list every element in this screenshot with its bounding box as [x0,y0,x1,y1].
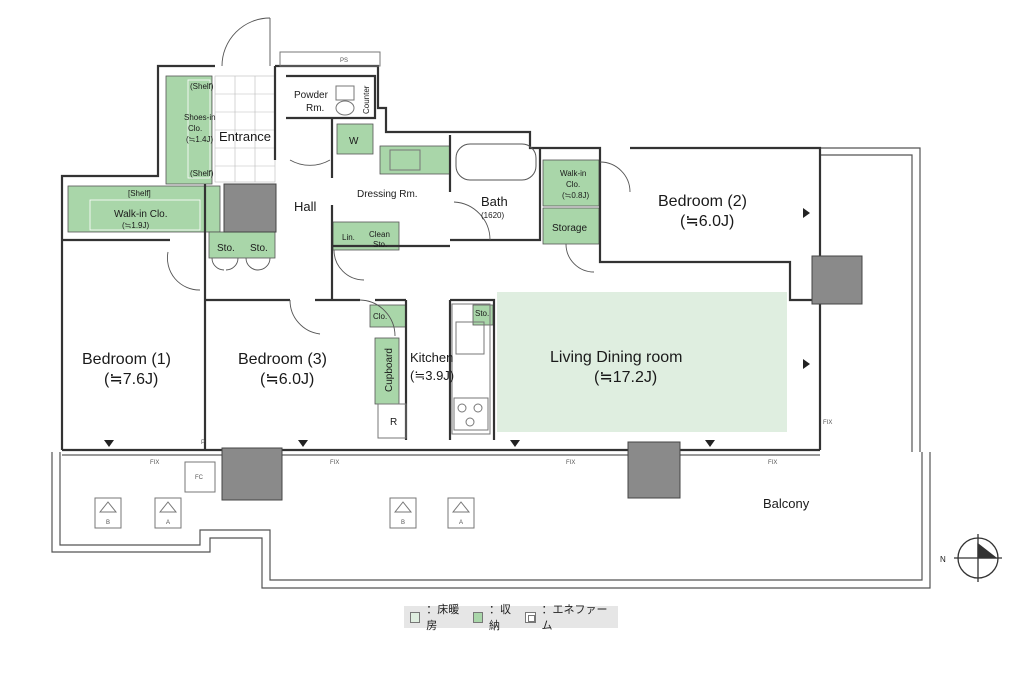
walls [60,64,822,456]
clo-label: Clo. [373,312,387,321]
storage-swatch [472,611,483,623]
bed2-label: Bedroom (2) [658,193,747,210]
fc-unit [184,461,216,493]
w-label: W [349,136,359,147]
storage-label: Storage [552,223,587,234]
fix-label-2: FIX [330,460,339,466]
powder-label-2: Rm. [306,103,324,114]
fix-label-3: FIX [566,460,575,466]
powder-label-1: Powder [294,90,329,101]
ldk-floor-heating [497,292,787,432]
legend: ：床暖房 ：収納 ：エネファーム [404,604,618,632]
shelf-label-shoes-2: (Shelf) [190,169,214,178]
shoes-size: (≒1.4J) [186,135,213,144]
floor-heating-swatch [410,611,421,623]
cupboard-label: Cupboard [384,348,395,392]
dressing-label: Dressing Rm. [357,189,418,200]
entrance-label: Entrance [219,129,271,144]
ps-shaft [279,51,381,67]
balcony-outline [51,147,931,589]
legend-floor-heating: ：床暖房 [426,604,460,632]
ldk-label: Living Dining room [550,349,683,366]
unit-b-2: B [401,520,405,526]
kitchen-label: Kitchen [410,350,453,365]
hall-label: Hall [294,199,317,214]
outdoor-units [94,497,475,529]
fix-label-4: FIX [768,460,777,466]
wic2-label-2: Clo. [566,180,580,189]
bed3-label: Bedroom (3) [238,351,327,368]
bed3-size: (≒6.0J) [260,371,314,388]
unit-b-1: B [106,520,110,526]
ps-label: PS [340,58,348,64]
bath-label: Bath [481,194,508,209]
legend-enefarm: ：エネファーム [541,604,608,632]
fridge-space [377,403,407,439]
lin-label: Lin. [342,233,355,242]
kitchen-size: (≒3.9J) [410,368,454,383]
wic1-label: Walk-in Clo. [114,209,168,220]
fix-label-5: FIX [823,420,832,426]
entrance-tiles [214,75,276,183]
wic2-size: (≒0.8J) [562,191,589,200]
clean-label-1: Clean [369,230,390,239]
door-swings [167,17,631,337]
wic1-size: (≒1.9J) [122,221,149,230]
p-label: P [201,440,205,446]
bath-size-label: (1620) [481,211,504,220]
sto-label-1: Sto. [217,243,235,254]
bed1-size: (≒7.6J) [104,371,158,388]
storage-areas [67,75,600,405]
kitchen-counter [451,303,491,435]
compass-n-label: N [940,555,946,564]
fix-label-1: FIX [150,460,159,466]
bed2-size: (≒6.0J) [680,213,734,230]
bathtub [455,143,537,181]
unit-a-2: A [459,520,463,526]
shoes-label-1: Shoes-in [184,113,216,122]
shoes-label-2: Clo. [188,124,202,133]
clean-label-2: Sto. [373,240,387,249]
compass [954,534,1002,582]
fc-label: FC [195,475,204,481]
window-markers [104,208,810,447]
bed1-label: Bedroom (1) [82,351,171,368]
wic2-label-1: Walk-in [560,169,586,178]
ldk-size: (≒17.2J) [594,369,657,386]
sto-label-2: Sto. [250,243,268,254]
dressing-sink [389,149,421,171]
pillars [221,183,863,501]
sto-kitchen-label: Sto. [475,309,489,318]
shelf-label-shoes-1: (Shelf) [190,82,214,91]
shelf-label-wic1: [Shelf] [128,189,151,198]
balcony-label: Balcony [763,496,810,511]
legend-storage: ：収納 [488,604,511,632]
toilet [335,85,355,116]
unit-a-1: A [166,520,170,526]
enefarm-swatch [525,611,536,623]
r-label: R [390,417,397,428]
counter-label: Counter [362,85,371,114]
